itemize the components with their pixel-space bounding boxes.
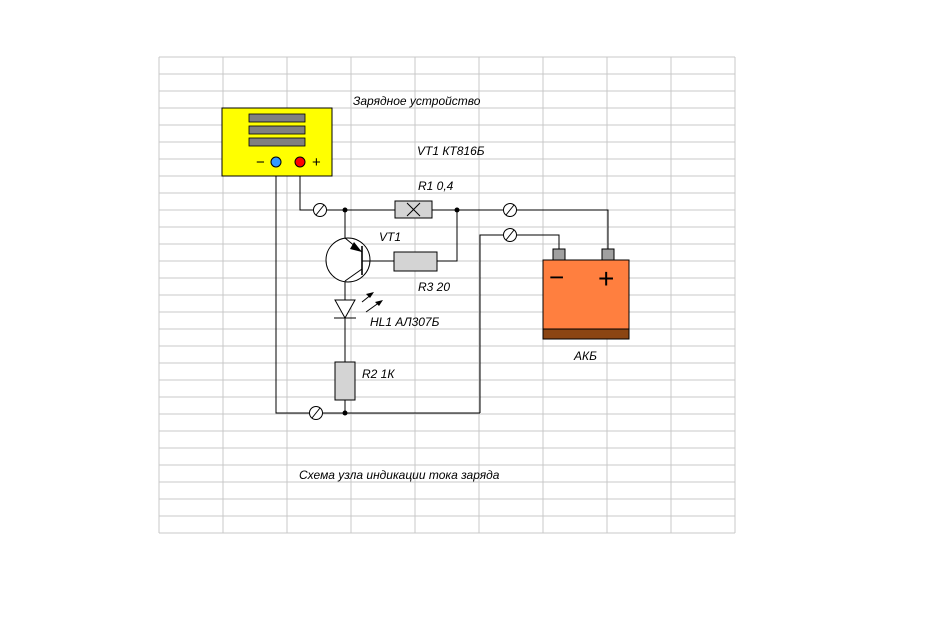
wire-top-3 xyxy=(517,209,609,250)
wire-charger-plus xyxy=(299,165,314,211)
clamp-bottom xyxy=(309,406,323,420)
charger-slot xyxy=(248,137,306,147)
battery: − + xyxy=(542,248,630,340)
label-vt1-type: VT1 КТ816Б xyxy=(417,144,485,158)
charger-minus-sign: − xyxy=(256,154,265,171)
diagram-caption: Схема узла индикации тока заряда xyxy=(299,468,500,482)
junction-dot xyxy=(342,410,348,416)
resistor-r3 xyxy=(393,251,438,272)
resistor-r2 xyxy=(334,361,356,401)
led-hl1 xyxy=(334,292,383,320)
diagram-title: Зарядное устройство xyxy=(353,94,481,108)
charger-plus-sign: + xyxy=(312,154,321,171)
battery-terminal-plus xyxy=(601,248,615,261)
battery-body xyxy=(542,259,630,330)
battery-terminal-minus xyxy=(552,248,566,261)
charger-terminal-plus xyxy=(294,156,306,168)
charger-terminal-minus xyxy=(270,156,282,168)
clamp-top-right xyxy=(503,203,517,217)
wire-r1-r3 xyxy=(437,210,458,262)
label-r1: R1 0,4 xyxy=(418,179,454,193)
junction-dot xyxy=(342,207,348,213)
label-r2: R2 1К xyxy=(362,367,395,381)
label-vt1: VT1 xyxy=(379,230,401,244)
wire-battery-minus-2 xyxy=(517,234,560,250)
transistor-vt1 xyxy=(325,237,372,283)
clamp-top-left xyxy=(313,203,327,217)
charger-slot xyxy=(248,113,306,123)
wire-battery-minus xyxy=(479,234,503,413)
wire-charger-minus xyxy=(275,165,309,414)
battery-base xyxy=(542,328,630,340)
wires xyxy=(275,165,609,414)
battery-minus-sign: − xyxy=(549,262,564,292)
resistor-r1 xyxy=(394,200,433,219)
junction-dot xyxy=(454,207,460,213)
junctions xyxy=(342,207,460,416)
clamps xyxy=(309,203,517,420)
charger-device: − + xyxy=(221,107,333,177)
label-hl1: HL1 АЛ307Б xyxy=(370,315,440,329)
clamp-battery-minus xyxy=(503,228,517,242)
battery-plus-sign: + xyxy=(598,263,614,294)
label-battery: АКБ xyxy=(573,349,597,363)
label-r3: R3 20 xyxy=(418,280,450,294)
charger-slot xyxy=(248,125,306,135)
